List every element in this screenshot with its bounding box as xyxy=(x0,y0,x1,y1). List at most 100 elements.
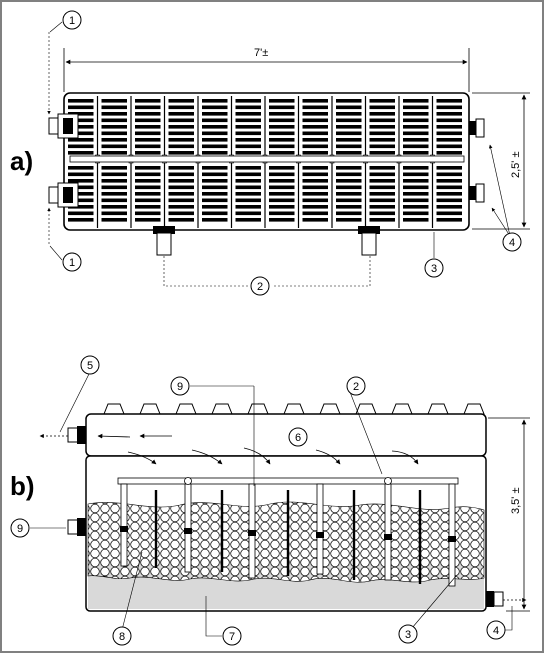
slat xyxy=(369,192,395,196)
slat xyxy=(403,125,429,129)
slat xyxy=(336,138,362,142)
slat xyxy=(68,131,94,136)
slat xyxy=(202,112,228,116)
callout-3-b: 3 xyxy=(398,624,418,644)
slat xyxy=(101,185,127,190)
slat xyxy=(336,118,362,123)
lid-tab xyxy=(427,403,449,415)
slat xyxy=(403,211,429,216)
slat xyxy=(135,211,161,216)
slat xyxy=(269,138,295,142)
slat xyxy=(68,166,94,170)
slat xyxy=(68,185,94,190)
lid-tab xyxy=(355,403,377,415)
slat xyxy=(202,205,228,209)
slat xyxy=(436,179,462,183)
slat xyxy=(101,166,127,170)
slat xyxy=(269,172,295,177)
slat xyxy=(168,138,194,142)
tube-assembly xyxy=(117,477,459,587)
slat xyxy=(135,112,161,116)
right-drain-b xyxy=(486,591,527,607)
slat xyxy=(235,172,261,177)
svg-text:8: 8 xyxy=(119,631,125,643)
slat xyxy=(235,138,261,142)
slat xyxy=(369,118,395,123)
height-dimension-b-label: 3,5' ± xyxy=(510,488,522,515)
slat xyxy=(235,151,261,155)
slat xyxy=(101,118,127,123)
slat xyxy=(168,131,194,136)
slat xyxy=(369,185,395,190)
slat xyxy=(269,151,295,155)
slat xyxy=(403,172,429,177)
slat xyxy=(302,105,328,110)
slat xyxy=(235,205,261,209)
lid-tab xyxy=(211,403,233,415)
slat xyxy=(135,131,161,136)
svg-text:3: 3 xyxy=(431,263,437,275)
slat xyxy=(269,205,295,209)
slat xyxy=(369,105,395,110)
slat xyxy=(302,205,328,209)
slat xyxy=(135,198,161,203)
slat xyxy=(336,151,362,155)
left-inlet-b xyxy=(67,518,86,536)
tube-cap xyxy=(384,477,392,485)
slat xyxy=(302,118,328,123)
slat xyxy=(202,198,228,203)
slat xyxy=(436,118,462,123)
tube-clamp xyxy=(184,528,192,534)
slat xyxy=(403,198,429,203)
slat xyxy=(135,192,161,196)
left-inlet-connectors xyxy=(48,113,79,208)
slat xyxy=(68,198,94,203)
slat xyxy=(168,151,194,155)
svg-text:9: 9 xyxy=(177,381,183,393)
slat xyxy=(336,192,362,196)
slat xyxy=(403,205,429,209)
svg-text:7: 7 xyxy=(229,631,235,643)
slat xyxy=(436,105,462,110)
slat xyxy=(436,125,462,129)
slat xyxy=(202,99,228,103)
slat xyxy=(302,179,328,183)
slat xyxy=(235,144,261,149)
slat xyxy=(235,179,261,183)
tube-clamp xyxy=(316,532,324,538)
slat xyxy=(369,166,395,170)
slat xyxy=(101,144,127,149)
slat xyxy=(202,151,228,155)
slat xyxy=(302,166,328,170)
slat xyxy=(235,105,261,110)
slat xyxy=(369,218,395,222)
slat xyxy=(436,172,462,177)
width-dimension: 7'± xyxy=(63,47,470,92)
slat xyxy=(302,125,328,129)
header-pipe-b xyxy=(117,477,459,485)
lid-tab xyxy=(463,403,485,415)
slat xyxy=(168,179,194,183)
slat xyxy=(68,205,94,209)
svg-text:1: 1 xyxy=(69,257,75,269)
slat xyxy=(269,185,295,190)
lid-tab xyxy=(247,403,269,415)
slat xyxy=(68,144,94,149)
slat xyxy=(135,166,161,170)
slat xyxy=(369,99,395,103)
slat xyxy=(101,198,127,203)
slat xyxy=(135,151,161,155)
slat xyxy=(168,211,194,216)
slat xyxy=(202,125,228,129)
slat xyxy=(436,198,462,203)
slat xyxy=(436,211,462,216)
slat xyxy=(336,105,362,110)
slat xyxy=(135,99,161,103)
slat xyxy=(336,198,362,203)
slat xyxy=(202,179,228,183)
slat xyxy=(235,125,261,129)
slat xyxy=(269,198,295,203)
slat xyxy=(336,218,362,222)
